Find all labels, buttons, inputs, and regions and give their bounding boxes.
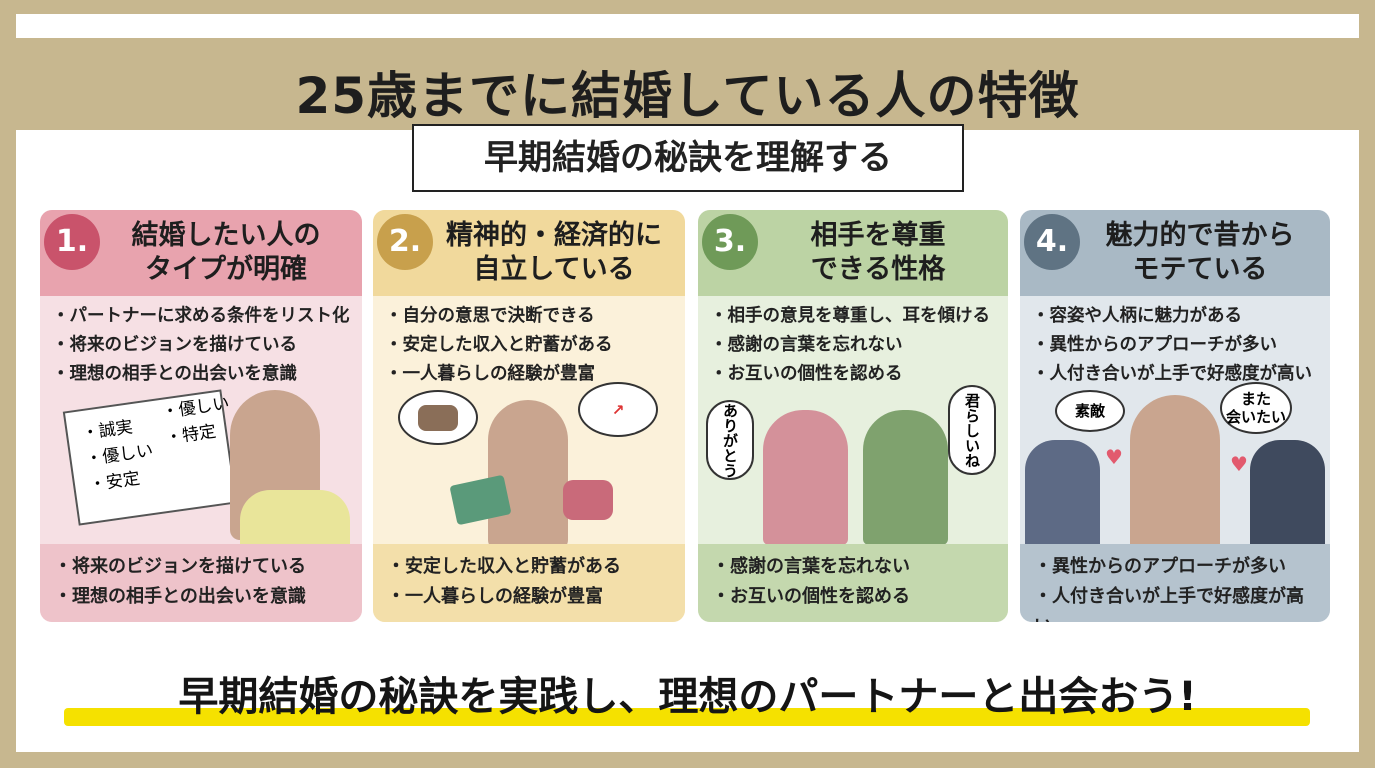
card-points: ・パートナーに求める条件をリスト化・将来のビジョンを描けている・理想の相手との出…	[52, 302, 356, 389]
notebook-illustration: ・誠実・優しい・安定 ・優しい・特定	[62, 389, 238, 526]
list-item: ・感謝の言葉を忘れない	[710, 335, 903, 355]
card-number: 2.	[377, 214, 433, 270]
list-item: ・将来のビジョンを描けている	[52, 335, 297, 355]
thought-bubble: また 会いたい	[1220, 382, 1292, 434]
illustration: 素敵 また 会いたい ♥ ♥	[1020, 382, 1330, 545]
slogan: 早期結婚の秘訣を実践し、理想のパートナーと出会おう!	[178, 674, 1197, 720]
list-item: ・自分の意思で決断できる	[385, 306, 595, 326]
top-strip	[16, 14, 1359, 38]
card-1: 結婚したい人の タイプが明確 1. ・パートナーに求める条件をリスト化・将来のビ…	[40, 210, 362, 622]
illustration: ありがとう 君らしいね	[698, 385, 1008, 545]
list-item: ・一人暮らしの経験が豊富	[385, 364, 595, 384]
slogan-highlight	[64, 708, 1310, 726]
heart-icon: ♥	[1230, 452, 1248, 476]
card-number: 3.	[702, 214, 758, 270]
man-illustration	[863, 410, 948, 545]
card-points: ・相手の意見を尊重し、耳を傾ける・感謝の言葉を忘れない・お互いの個性を認める	[710, 302, 1002, 389]
footer-item: ・感謝の言葉を忘れない	[712, 556, 910, 577]
card-points: ・自分の意思で決断できる・安定した収入と貯蓄がある・一人暮らしの経験が豊富	[385, 302, 679, 389]
chart-thought-icon: ↗	[578, 382, 658, 437]
illustration: ・誠実・優しい・安定 ・優しい・特定	[40, 389, 362, 545]
card-number: 1.	[44, 214, 100, 270]
page-title: 25歳までに結婚している人の特徴	[295, 67, 1080, 125]
purse-icon	[563, 480, 613, 520]
footer-item: ・人付き合いが上手で好感度が高い	[1034, 586, 1304, 622]
subtitle-box: 早期結婚の秘訣を理解する	[412, 124, 964, 192]
list-item: ・お互いの個性を認める	[710, 364, 903, 384]
footer-item: ・異性からのアプローチが多い	[1034, 556, 1286, 577]
woman-illustration	[763, 410, 848, 545]
card-points: ・容姿や人柄に魅力がある・異性からのアプローチが多い・人付き合いが上手で好感度が…	[1032, 302, 1324, 389]
speech-bubble: ありがとう	[706, 400, 754, 480]
wallet-thought-icon	[398, 390, 478, 445]
footer-item: ・理想の相手との出会いを意識	[54, 586, 306, 607]
list-item: ・容姿や人柄に魅力がある	[1032, 306, 1242, 326]
list-item: ・人付き合いが上手で好感度が高い	[1032, 364, 1312, 384]
man-illustration	[1025, 440, 1100, 545]
list-item: ・異性からのアプローチが多い	[1032, 335, 1277, 355]
card-2: 精神的・経済的に 自立している 2. ・自分の意思で決断できる・安定した収入と貯…	[373, 210, 685, 622]
woman-illustration	[1130, 395, 1220, 545]
thought-bubble: 素敵	[1055, 390, 1125, 432]
list-item: ・パートナーに求める条件をリスト化	[52, 306, 350, 326]
card-footer: ・感謝の言葉を忘れない・お互いの個性を認める	[698, 544, 1008, 622]
card-4: 魅力的で昔から モテている 4. ・容姿や人柄に魅力がある・異性からのアプローチ…	[1020, 210, 1330, 622]
heart-icon: ♥	[1105, 445, 1123, 469]
card-footer: ・安定した収入と貯蓄がある・一人暮らしの経験が豊富	[373, 544, 685, 622]
card-footer: ・将来のビジョンを描けている・理想の相手との出会いを意識	[40, 544, 362, 622]
list-item: ・理想の相手との出会いを意識	[52, 364, 297, 384]
list-item: ・相手の意見を尊重し、耳を傾ける	[710, 306, 990, 326]
card-3: 相手を尊重 できる性格 3. ・相手の意見を尊重し、耳を傾ける・感謝の言葉を忘れ…	[698, 210, 1008, 622]
list-item: ・安定した収入と貯蓄がある	[385, 335, 613, 355]
footer-item: ・安定した収入と貯蓄がある	[387, 556, 621, 577]
footer-item: ・将来のビジョンを描けている	[54, 556, 306, 577]
footer-item: ・お互いの個性を認める	[712, 586, 910, 607]
footer-item: ・一人暮らしの経験が豊富	[387, 586, 603, 607]
illustration: ↗	[373, 382, 685, 550]
card-number: 4.	[1024, 214, 1080, 270]
speech-bubble: 君らしいね	[948, 385, 996, 475]
card-footer: ・異性からのアプローチが多い・人付き合いが上手で好感度が高い	[1020, 544, 1330, 622]
man-illustration	[1250, 440, 1325, 545]
